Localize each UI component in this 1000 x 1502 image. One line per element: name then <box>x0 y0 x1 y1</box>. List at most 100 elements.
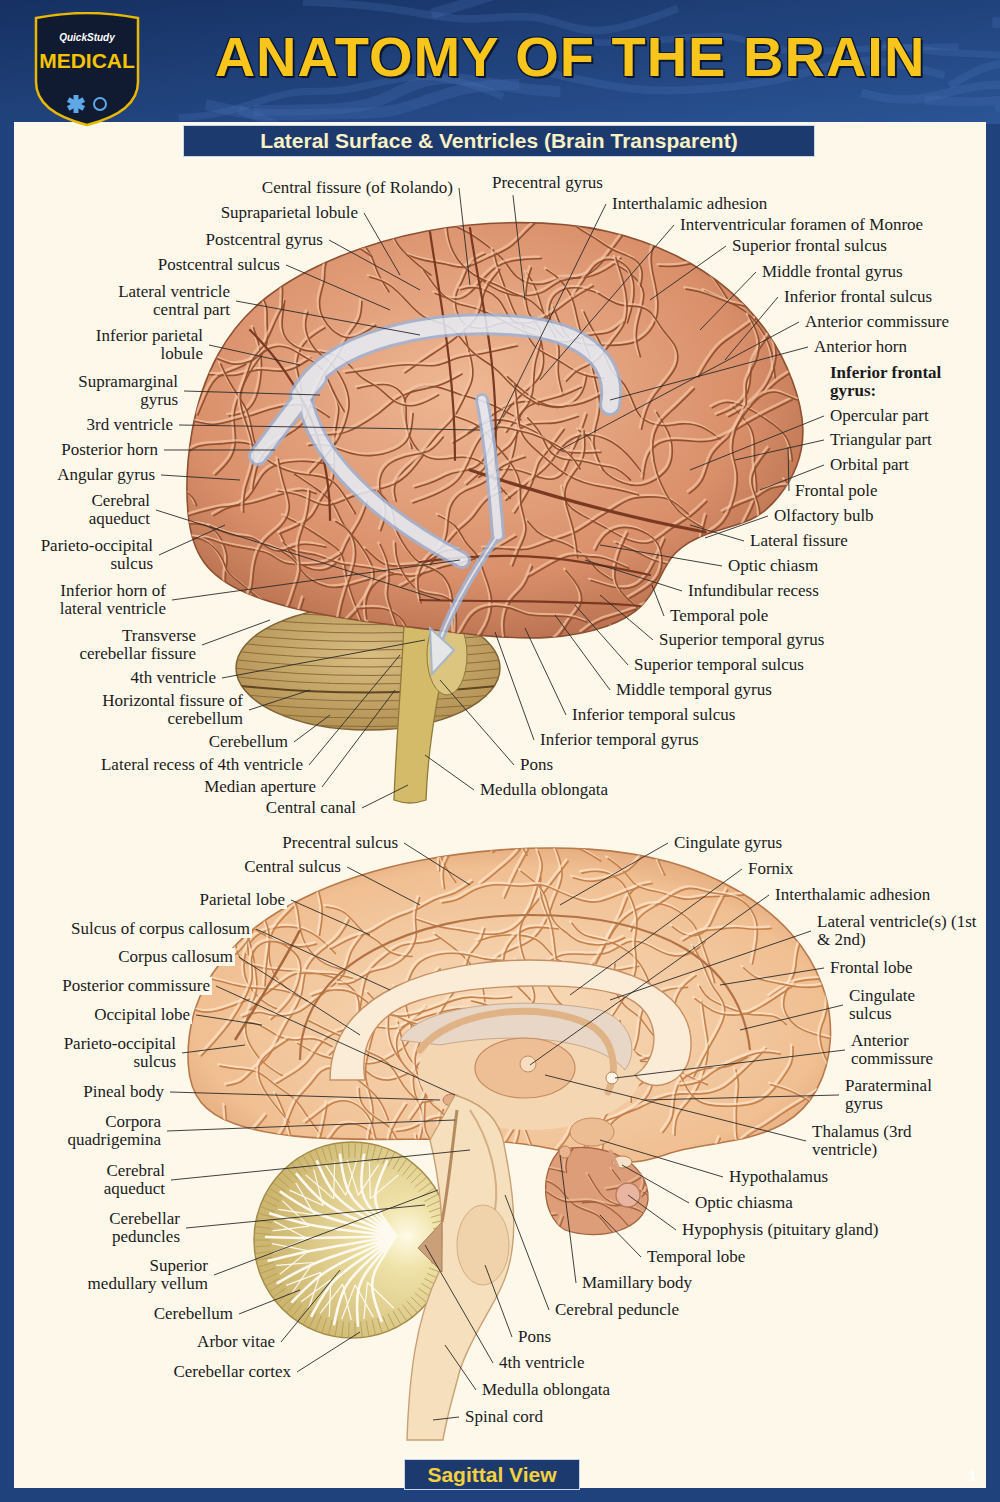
arbor-twig <box>369 1162 371 1199</box>
gyrus-highlight <box>212 488 314 513</box>
fourth-ventricle-shape <box>430 628 454 674</box>
arbor-twig <box>278 1209 315 1215</box>
part-label: Central fissure (of Rolando) <box>260 179 455 197</box>
header-swirl <box>206 84 520 115</box>
sulcus-line <box>779 1140 845 1284</box>
sulcus-line <box>695 984 795 1015</box>
sulcus-line <box>515 429 565 513</box>
part-label: Posterior horn <box>59 441 160 459</box>
leader-line <box>322 690 395 787</box>
part-label: Frontal pole <box>793 482 880 500</box>
leader-line <box>495 204 606 430</box>
sulcus-line <box>493 762 519 853</box>
part-label: Lateral fissure <box>748 532 850 550</box>
folium-line <box>348 1141 350 1158</box>
gyrus-highlight <box>310 372 460 433</box>
sulcus-line <box>252 491 310 634</box>
leader-line <box>735 440 824 460</box>
sulcus-line <box>369 623 396 749</box>
sulcus-line <box>500 649 587 698</box>
part-label: Parietal lobe <box>198 891 287 909</box>
part-label: Sulcus of corpus callosum <box>69 920 252 938</box>
leader-line <box>167 1120 455 1131</box>
content-panel <box>14 122 986 1488</box>
folium-line <box>342 1322 344 1339</box>
group-heading: Inferior frontal gyrus: <box>828 364 982 401</box>
sulcus-line <box>642 161 717 266</box>
sulcus-line <box>733 1091 819 1152</box>
leader-line <box>216 986 455 1095</box>
leader-line <box>575 605 628 665</box>
gyrus-highlight <box>598 957 645 1144</box>
part-label: Supramarginal gyrus <box>56 373 180 410</box>
folium-line <box>262 1273 278 1280</box>
leader-line <box>239 1290 300 1314</box>
leader-line <box>690 416 824 470</box>
sulcus-line <box>331 882 473 949</box>
folium-line <box>262 1200 278 1207</box>
leader-line <box>560 843 668 905</box>
leader-line <box>555 615 610 690</box>
arbor-twig <box>342 1285 356 1319</box>
arbor-twig <box>272 1244 308 1251</box>
part-label: 3rd ventricle <box>85 416 175 434</box>
sulcus-line <box>440 804 527 871</box>
gyrus-highlight <box>564 1033 652 1171</box>
part-label: Triangular part <box>828 431 934 449</box>
gyrus-highlight <box>541 1188 628 1227</box>
part-label: Superior temporal sulcus <box>632 656 806 674</box>
sagittal-brain-illustration <box>89 650 970 1440</box>
arbor-twig <box>320 1284 342 1313</box>
leader-line <box>161 475 240 480</box>
brand-badge: QuickStudyMEDICAL <box>28 12 146 128</box>
gyrus-highlight <box>186 620 370 661</box>
leader-line <box>445 1345 476 1390</box>
part-label: Lateral recess of 4th ventricle <box>99 756 305 774</box>
folium-line <box>328 1144 332 1160</box>
gyrus-highlight <box>336 896 417 982</box>
part-label: Frontal lobe <box>828 959 915 977</box>
leader-line <box>297 1332 360 1372</box>
part-label: Middle frontal gyrus <box>760 263 905 281</box>
gyrus-highlight <box>445 172 546 317</box>
folium-line <box>354 1141 356 1158</box>
part-label: Superior medullary vellum <box>78 1257 210 1294</box>
sulcus-line <box>443 803 598 889</box>
leader-line <box>196 1015 262 1025</box>
part-label: Opercular part <box>828 407 931 425</box>
gyrus-highlight <box>479 798 531 883</box>
leader-line <box>459 188 470 285</box>
page-number: 1 <box>966 1468 978 1484</box>
folium-line <box>321 1146 326 1162</box>
part-label: Cerebral aqueduct <box>83 1162 167 1199</box>
leader-line <box>425 755 474 790</box>
part-label: Postcentral gyrus <box>203 231 325 249</box>
ventricle-fill <box>300 324 611 405</box>
pituitary-stalk <box>610 1150 625 1185</box>
gyrus-highlight <box>625 732 663 873</box>
part-label: Lateral ventricle(s) (1st & 2nd) <box>815 913 979 950</box>
part-label: Cerebellum <box>207 733 290 751</box>
folium-line <box>398 1158 408 1172</box>
sulcus-line <box>188 622 372 663</box>
shield-shape <box>36 13 138 125</box>
leader-line <box>645 1095 839 1100</box>
part-label: Median aperture <box>202 778 318 796</box>
folium-line <box>361 1322 363 1339</box>
gyrus-highlight <box>437 812 564 880</box>
gyrus-highlight <box>498 647 585 696</box>
sulcus-line <box>573 839 655 881</box>
star-arm <box>67 97 85 110</box>
part-label: Pons <box>518 756 555 774</box>
folium-line <box>254 1226 271 1228</box>
cerebellar-folia <box>253 1141 451 1339</box>
part-label: Infundibular recess <box>686 582 821 600</box>
folium-line <box>402 1162 412 1175</box>
gyrus-highlight <box>500 569 580 710</box>
folium-line <box>393 1154 402 1169</box>
part-label: Hypophysis (pituitary gland) <box>680 1221 880 1239</box>
gyrus-highlight <box>167 1129 181 1210</box>
star-arm <box>67 97 85 110</box>
fourth-ventricle-shape <box>418 1222 442 1272</box>
part-label: Parieto-occipital sulcus <box>52 1035 178 1072</box>
